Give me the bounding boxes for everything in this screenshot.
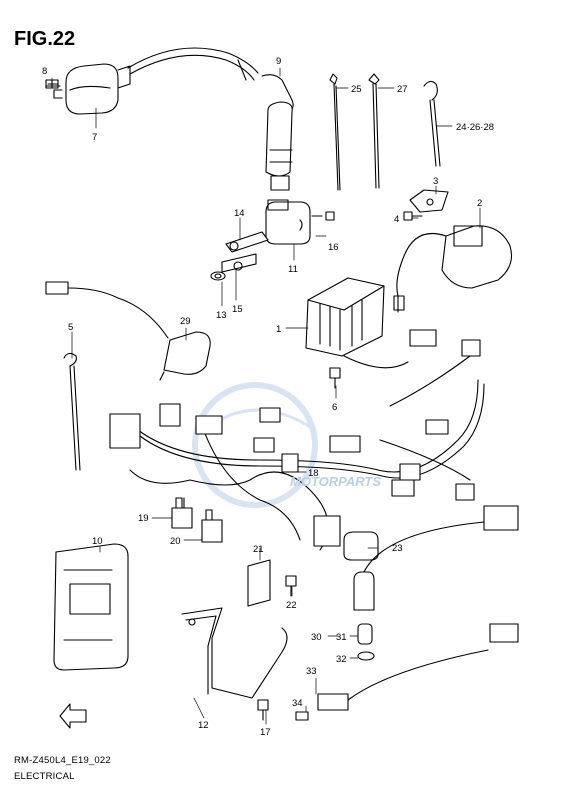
callout-11: 11 [288,264,298,275]
callout-labels: 8 7 9 25 27 24·26·28 3 4 2 14 16 11 15 1… [42,56,494,738]
oring-part-31 [357,623,373,645]
grommet-part-15 [221,253,257,273]
bracket-part-21 [247,559,271,607]
washer-part-13 [210,271,226,281]
callout-22: 22 [286,600,297,611]
callout-19: 19 [138,513,149,524]
callout-23: 23 [392,543,403,554]
callout-12: 12 [198,720,209,731]
bracket-part-14 [225,231,269,253]
sensor-part-29 [45,281,211,381]
callout-16: 16 [328,242,339,253]
wire-harness-part-18 [109,339,485,551]
bolt-part-4 [403,211,423,221]
callout-25: 25 [351,84,362,95]
callout-13: 13 [216,310,227,321]
relay-part-11 [265,199,311,245]
relay-part-2 [393,225,513,313]
bracket-part-3 [409,189,449,213]
bolt-part-17 [257,699,269,721]
callout-27: 27 [397,84,408,95]
callout-8: 8 [42,66,47,77]
fwd-arrow-icon [59,703,87,729]
washer-part-32 [357,651,375,661]
figure-title: FIG.22 [14,28,76,50]
callout-30: 30 [311,632,322,643]
ecm-part-10 [53,543,129,671]
cable-tie-part-27 [368,73,380,189]
bolt-part-22 [285,575,297,597]
cable-tie-part-25 [329,73,341,191]
callout-7: 7 [92,132,97,143]
callout-34: 34 [292,698,303,709]
callout-17: 17 [260,727,271,738]
bolt-part-8 [45,79,61,89]
callout-33: 33 [306,666,317,677]
sensor-part-30 [353,505,519,611]
cable-tie-part-24 [423,80,441,167]
leader-lines [51,67,481,725]
callout-24: 24·26·28 [456,122,494,133]
callout-20: 20 [170,536,181,547]
fuse-part-34 [295,711,309,721]
fuse-holder-part-20 [201,509,223,543]
cap-part-23 [343,531,379,561]
section-name: ELECTRICAL [14,771,75,782]
bolt-part-6 [329,367,341,389]
callout-2: 2 [477,198,482,209]
callout-6: 6 [332,402,337,413]
fuse-holder-part-19 [171,497,193,529]
callout-5: 5 [68,322,73,333]
watermark-text: MOTORPARTS [290,474,381,489]
callout-3: 3 [433,176,438,187]
callout-15: 15 [232,304,243,315]
callout-14: 14 [234,208,245,219]
model-code: RM-Z450L4_E19_022 [14,755,111,766]
harness-part-33 [317,623,519,711]
plug-cap-part-9 [261,74,294,191]
regulator-part-1 [305,277,437,369]
callout-29: 29 [180,316,191,327]
callout-31: 31 [336,632,347,643]
callout-21: 21 [253,544,264,555]
callout-18: 18 [308,468,319,479]
callout-4: 4 [394,214,399,225]
callout-1: 1 [276,324,281,335]
cable-tie-part-5 [63,352,81,471]
ignition-coil-part-7 [53,47,259,115]
bolt-part-16 [311,211,335,221]
callout-32: 32 [336,654,347,665]
bracket-part-12 [181,607,288,699]
callout-9: 9 [276,56,281,67]
callout-10: 10 [92,536,103,547]
